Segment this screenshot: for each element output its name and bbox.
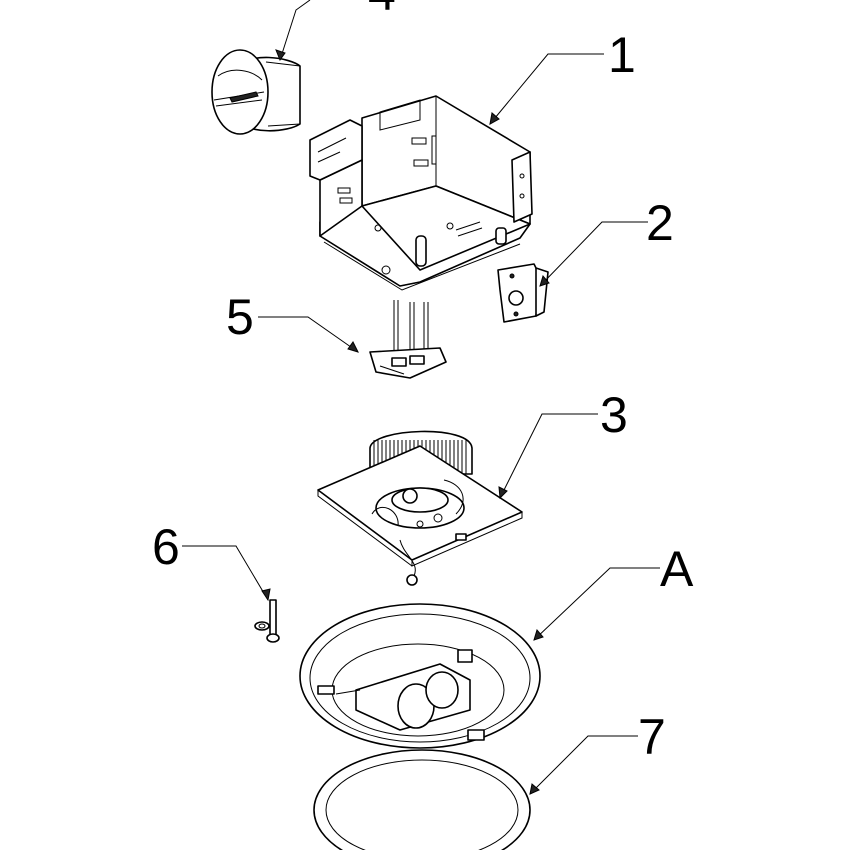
part-4-duct-damper bbox=[211, 49, 301, 135]
callout-labels: 4 1 2 5 3 6 A 7 bbox=[152, 0, 694, 765]
leader-6 bbox=[182, 545, 269, 601]
leader-5 bbox=[258, 316, 359, 353]
callout-4: 4 bbox=[368, 0, 396, 21]
leader-2 bbox=[539, 221, 648, 287]
leader-1 bbox=[489, 53, 604, 125]
callout-1: 1 bbox=[608, 27, 636, 83]
callout-3: 3 bbox=[600, 387, 628, 443]
leader-3 bbox=[499, 413, 598, 499]
part-7-lens bbox=[313, 749, 531, 850]
arrow-6 bbox=[261, 588, 271, 602]
arrow-A bbox=[533, 628, 544, 641]
callout-2: 2 bbox=[646, 195, 674, 251]
part-3-motor-plate bbox=[317, 430, 523, 586]
callout-5: 5 bbox=[226, 289, 254, 345]
arrow-heads bbox=[261, 49, 550, 795]
callout-6: 6 bbox=[152, 519, 180, 575]
part-1-housing bbox=[309, 95, 533, 291]
arrow-3 bbox=[498, 486, 508, 500]
arrow-2 bbox=[539, 274, 550, 287]
arrow-5 bbox=[347, 341, 359, 353]
leader-A bbox=[533, 567, 660, 641]
leader-4 bbox=[279, 0, 311, 61]
leader-7 bbox=[529, 735, 638, 795]
part-6-screw bbox=[254, 599, 280, 643]
callout-7: 7 bbox=[638, 709, 666, 765]
leader-lines bbox=[182, 0, 660, 795]
part-A-grille-assembly bbox=[299, 603, 541, 749]
arrow-7 bbox=[529, 783, 540, 795]
callout-A: A bbox=[660, 541, 694, 597]
part-5-wire-connector bbox=[369, 300, 447, 379]
arrow-1 bbox=[489, 112, 500, 125]
part-2-bracket bbox=[497, 263, 549, 323]
arrow-4 bbox=[275, 49, 286, 62]
